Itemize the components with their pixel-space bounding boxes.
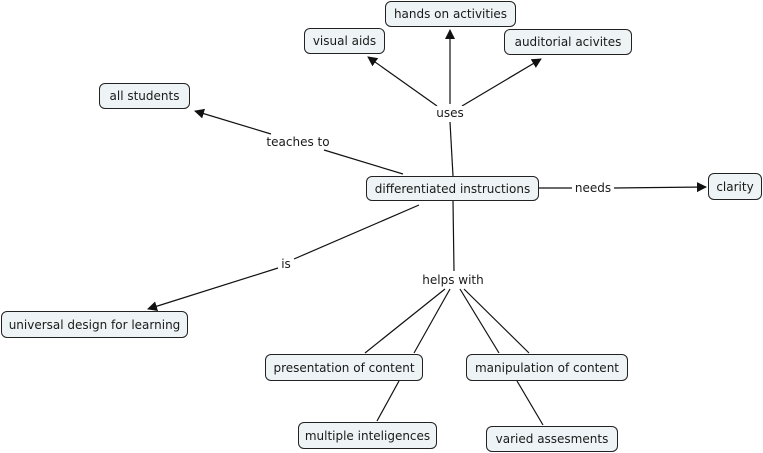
line-is-to-udl (147, 267, 279, 312)
node-auditorial-acivites[interactable]: auditorial acivites (504, 29, 632, 55)
line-uses-to-auditorial (461, 58, 542, 107)
node-presentation-of-content[interactable]: presentation of content (265, 354, 423, 381)
link-label-uses: uses (434, 106, 466, 120)
node-visual-aids[interactable]: visual aids (304, 28, 385, 54)
line-center-to-teaches-to (323, 149, 404, 175)
line-presentation-to-multiple (376, 380, 400, 422)
line-uses-to-visual-aids (367, 56, 438, 107)
line-manipulation-to-varied (516, 380, 544, 426)
node-hands-on-activities[interactable]: hands on activities (385, 1, 516, 27)
line-helps-with-to-varied (463, 288, 530, 354)
node-manipulation-of-content[interactable]: manipulation of content (466, 354, 628, 381)
node-varied-assesments[interactable]: varied assesments (486, 426, 618, 452)
node-clarity[interactable]: clarity (708, 173, 762, 200)
node-differentiated-instructions[interactable]: differentiated instructions (366, 176, 539, 201)
node-multiple-inteligences[interactable]: multiple inteligences (298, 422, 437, 449)
link-label-teaches-to: teaches to (264, 135, 332, 149)
node-all-students[interactable]: all students (99, 83, 190, 109)
line-center-to-is (293, 204, 420, 260)
link-label-is: is (279, 257, 293, 271)
line-center-to-helps-with (452, 200, 455, 272)
line-teaches-to-to-all-students (194, 108, 272, 135)
node-universal-design-for-learning[interactable]: universal design for learning (1, 311, 188, 338)
link-label-needs: needs (572, 181, 614, 195)
line-helps-with-to-manipulation-a (459, 288, 500, 354)
line-needs-to-clarity (613, 182, 707, 193)
line-helps-with-to-presentation-a (364, 288, 446, 354)
link-label-helps-with: helps with (420, 273, 486, 287)
line-helps-with-to-presentation-b (413, 288, 451, 354)
line-center-to-uses (449, 121, 454, 177)
